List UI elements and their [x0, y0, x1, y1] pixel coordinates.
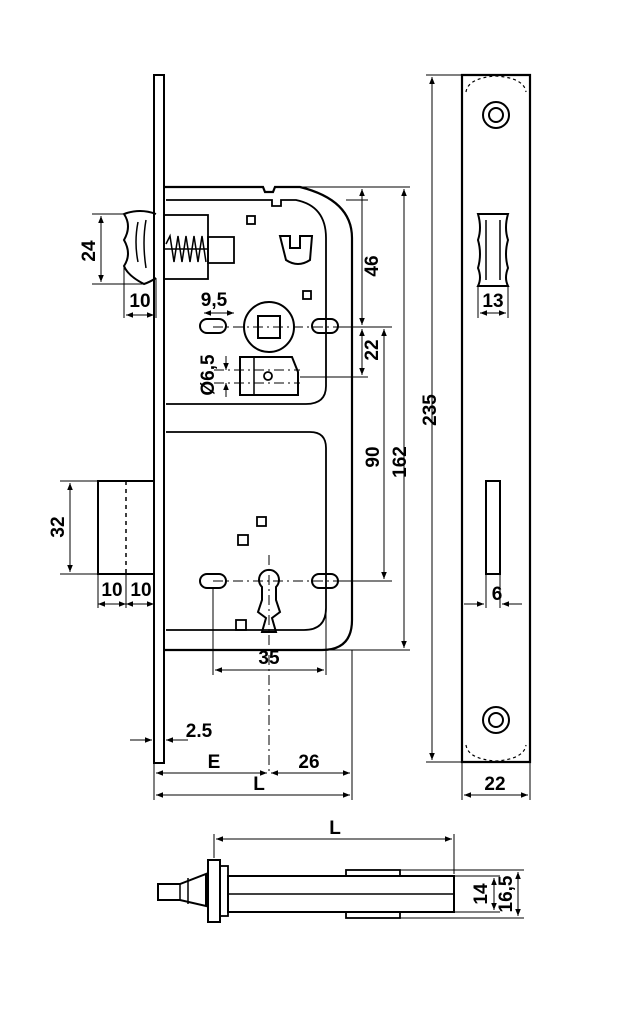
screw-slot	[311, 318, 339, 334]
lever-linkage	[278, 235, 314, 265]
dim-follower-offset: 22	[362, 339, 383, 360]
dim-height-upper: 46	[362, 255, 383, 276]
latch-spring	[165, 233, 207, 263]
lower-inner-panel	[166, 431, 327, 631]
faceplate-view: 235 13 6 22	[420, 73, 532, 800]
dim-latch-height: 24	[79, 240, 100, 262]
dim-backset-26: 26	[298, 752, 319, 773]
front-view: 24 10 9,5 46 22 Ø6,5 32 10 10 90 162	[48, 74, 411, 800]
top-front-plate	[207, 859, 221, 923]
dim-follower-spacing: 9,5	[201, 290, 228, 311]
faceplate-latch-opening	[476, 213, 510, 287]
dim-faceplate-bolt-width: 6	[492, 584, 503, 605]
latch-spring-housing	[163, 214, 209, 280]
keyhole	[256, 568, 282, 633]
dim-case-height: 162	[390, 446, 411, 478]
dim-faceplate-latch-width: 13	[482, 291, 503, 312]
faceplate-outline	[460, 73, 532, 764]
top-view: L 14 16,5	[157, 818, 524, 923]
latch	[122, 210, 157, 286]
faceplate-bolt-opening	[485, 480, 501, 575]
rivet	[302, 290, 312, 300]
dim-bolt-depth-a: 10	[101, 580, 122, 601]
upper-inner-panel	[166, 199, 327, 405]
dim-bolt-height: 32	[48, 516, 69, 537]
screw-slot	[199, 318, 227, 334]
dim-plate-thickness: 2.5	[186, 721, 213, 742]
dim-distance-90: 90	[363, 446, 384, 467]
top-latch	[157, 872, 207, 908]
dim-bolt-depth-b: 10	[130, 580, 151, 601]
rivet	[246, 215, 256, 225]
dim-overall-thickness: 16,5	[496, 875, 517, 912]
dim-length-top: L	[329, 818, 341, 839]
dim-faceplate-width: 22	[484, 774, 505, 795]
faceplate-screw-hole	[482, 101, 510, 129]
dim-latch-depth: 10	[129, 291, 150, 312]
dim-keyhole-spacing: 35	[258, 648, 280, 669]
dim-overall-height: 235	[420, 394, 441, 426]
screw-block	[239, 356, 299, 396]
dead-bolt	[97, 480, 155, 575]
rivet	[235, 619, 247, 631]
dim-backset-symbol: E	[208, 752, 221, 773]
rivet	[237, 534, 249, 546]
rivet	[256, 516, 267, 527]
lock-case-outline	[164, 185, 354, 652]
dim-case-thickness: 14	[471, 883, 492, 905]
faceplate-screw-hole	[482, 706, 510, 734]
front-plate	[153, 74, 165, 764]
dim-length-front: L	[253, 774, 265, 795]
dim-screw-hole-dia: Ø6,5	[198, 354, 219, 396]
